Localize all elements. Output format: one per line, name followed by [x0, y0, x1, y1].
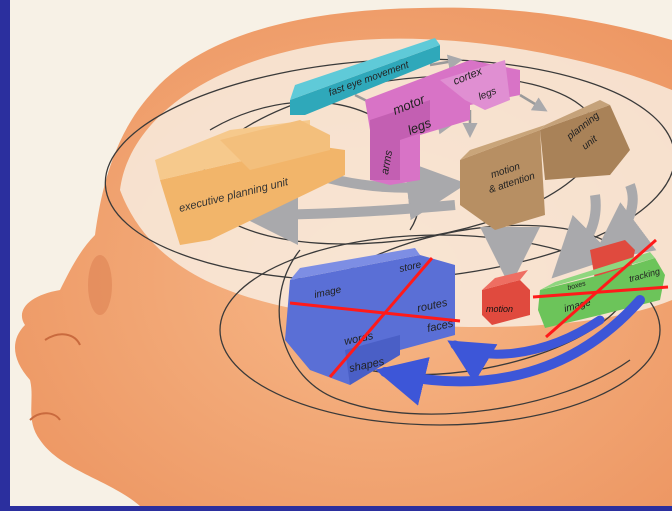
ear-shape	[88, 255, 112, 315]
motion-red-label: motion	[486, 304, 513, 314]
